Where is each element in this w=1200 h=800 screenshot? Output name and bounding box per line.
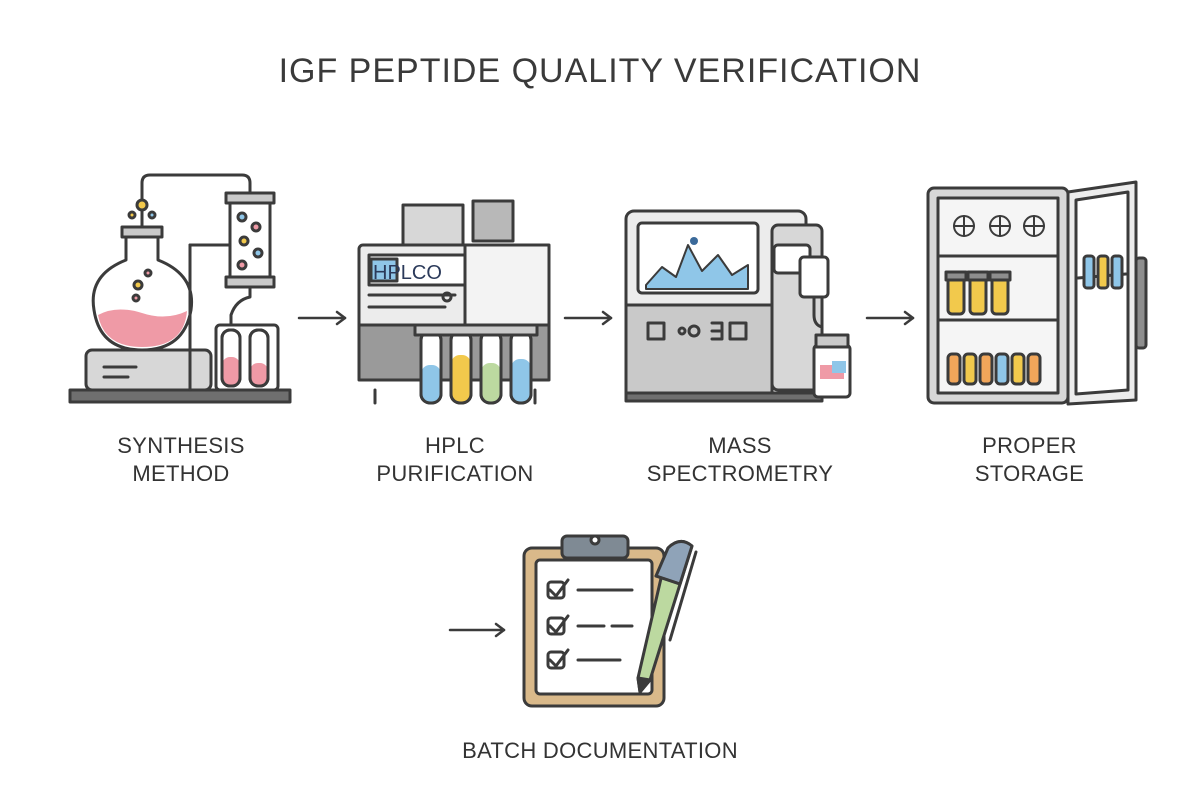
storage-fridge-icon <box>926 180 1148 406</box>
step-label-storage: PROPER STORAGE <box>974 433 1085 486</box>
arrow-3 <box>865 310 917 331</box>
hplc-screen-text: HPLCO <box>373 262 442 284</box>
page-title: IGF PEPTIDE QUALITY VERIFICATION <box>278 52 922 90</box>
step-storage <box>922 178 1152 413</box>
step-label-batch-documentation: BATCH DOCUMENTATION <box>462 738 738 763</box>
step-label-hplc: HPLC PURIFICATION <box>376 433 534 486</box>
step-batch-documentation <box>520 530 710 710</box>
arrow-2 <box>563 310 615 331</box>
step-label-mass-spectrometry: MASS SPECTROMETRY <box>646 433 834 486</box>
arrow-right-icon <box>865 310 915 326</box>
mass-spectrometer-icon <box>624 209 852 403</box>
arrow-right-icon <box>448 622 506 638</box>
step-label-synthesis: SYNTHESIS METHOD <box>117 433 245 486</box>
arrow-right-icon <box>297 310 347 326</box>
hplc-machine-icon: HPLCO <box>357 199 551 405</box>
arrow-4 <box>448 622 508 643</box>
arrow-1 <box>297 310 349 331</box>
step-mass-spectrometry <box>622 205 858 405</box>
step-hplc: HPLCO <box>355 195 555 410</box>
arrow-right-icon <box>563 310 613 326</box>
synthesis-flask-icon <box>68 173 292 404</box>
clipboard-pen-icon <box>522 534 698 708</box>
step-synthesis <box>66 165 296 410</box>
